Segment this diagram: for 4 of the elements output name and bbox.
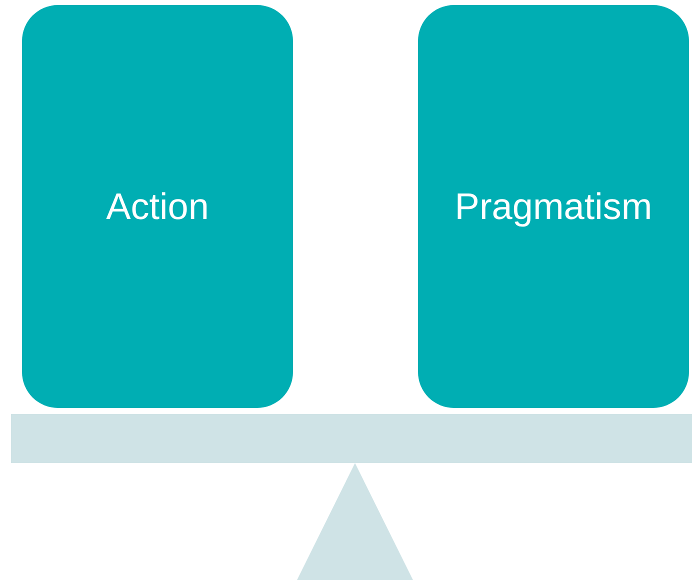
weight-block	[418, 5, 689, 408]
block-label: Pragmatism	[454, 186, 652, 228]
weight-block	[22, 5, 293, 408]
block-label: Action	[106, 186, 209, 228]
